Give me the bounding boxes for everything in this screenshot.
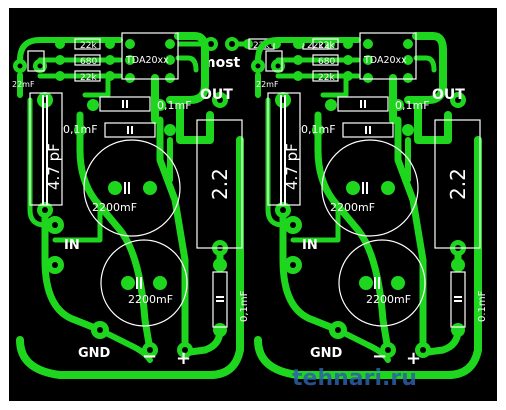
ic-label: TDA20xx	[363, 55, 407, 66]
resistor-top-label: 22k	[318, 41, 335, 51]
resistor-mid-label: 680	[80, 57, 97, 67]
cap-ceramic-1-label: 0,1mF	[157, 99, 192, 112]
cap-ceramic-2-label: 0,1mF	[63, 123, 98, 136]
cap-ceramic-2-label: 0,1mF	[301, 123, 336, 136]
elec-bottom-label: 2200mF	[128, 293, 173, 306]
cap-output-label: 0,1mF	[239, 290, 250, 322]
minus-label: −	[372, 346, 387, 367]
gnd-label: GND	[78, 346, 111, 361]
ic-label: TDA20xx	[125, 55, 169, 66]
resistor-top-label: 22k	[80, 41, 97, 51]
resistor-power-label: 2.2	[208, 168, 232, 200]
ic-outline	[121, 32, 179, 80]
elec-bottom-label: 2200mF	[366, 293, 411, 306]
resistor-bot-label: 22k	[318, 73, 335, 83]
bridge-area: most	[178, 37, 250, 71]
resistor-mid-label: 680	[318, 57, 335, 67]
cap-output-label: 0.1mF	[477, 290, 488, 322]
in-label: IN	[302, 238, 318, 253]
minus-label: −	[142, 346, 157, 367]
plus-label: +	[176, 348, 191, 369]
amplifier-channel-left: TDA20xx 22k 680 22k 22mF 4.7 pF 0,1mF 0,…	[12, 32, 250, 379]
bridge-label: most	[201, 55, 241, 71]
resistor-bot-label: 22k	[80, 73, 97, 83]
plus-label: +	[406, 348, 421, 369]
resistor-power-label: 2.2	[446, 168, 470, 200]
out-label: OUT	[200, 87, 233, 103]
cap-small-label: 22mF	[256, 80, 279, 89]
elec-top-label: 2200mF	[330, 201, 375, 214]
cap-ceramic-1-label: 0,1mF	[395, 99, 430, 112]
out-label: OUT	[432, 87, 465, 103]
ic-outline	[359, 32, 417, 80]
elec-top-label: 2200mF	[92, 201, 137, 214]
mid-res-2-label: 22k	[307, 41, 324, 51]
watermark: tehnari.ru	[292, 366, 417, 391]
in-label: IN	[64, 238, 80, 253]
cap-film-label: 4.7 pF	[283, 143, 301, 190]
gnd-label: GND	[310, 346, 343, 361]
amplifier-channel-right: TDA20xx 22k 680 22k 22mF 4.7 pF 0,1mF 0,…	[251, 32, 488, 379]
cap-small-label: 22mF	[12, 80, 35, 89]
cap-film-label: 4.7 pF	[45, 143, 63, 190]
